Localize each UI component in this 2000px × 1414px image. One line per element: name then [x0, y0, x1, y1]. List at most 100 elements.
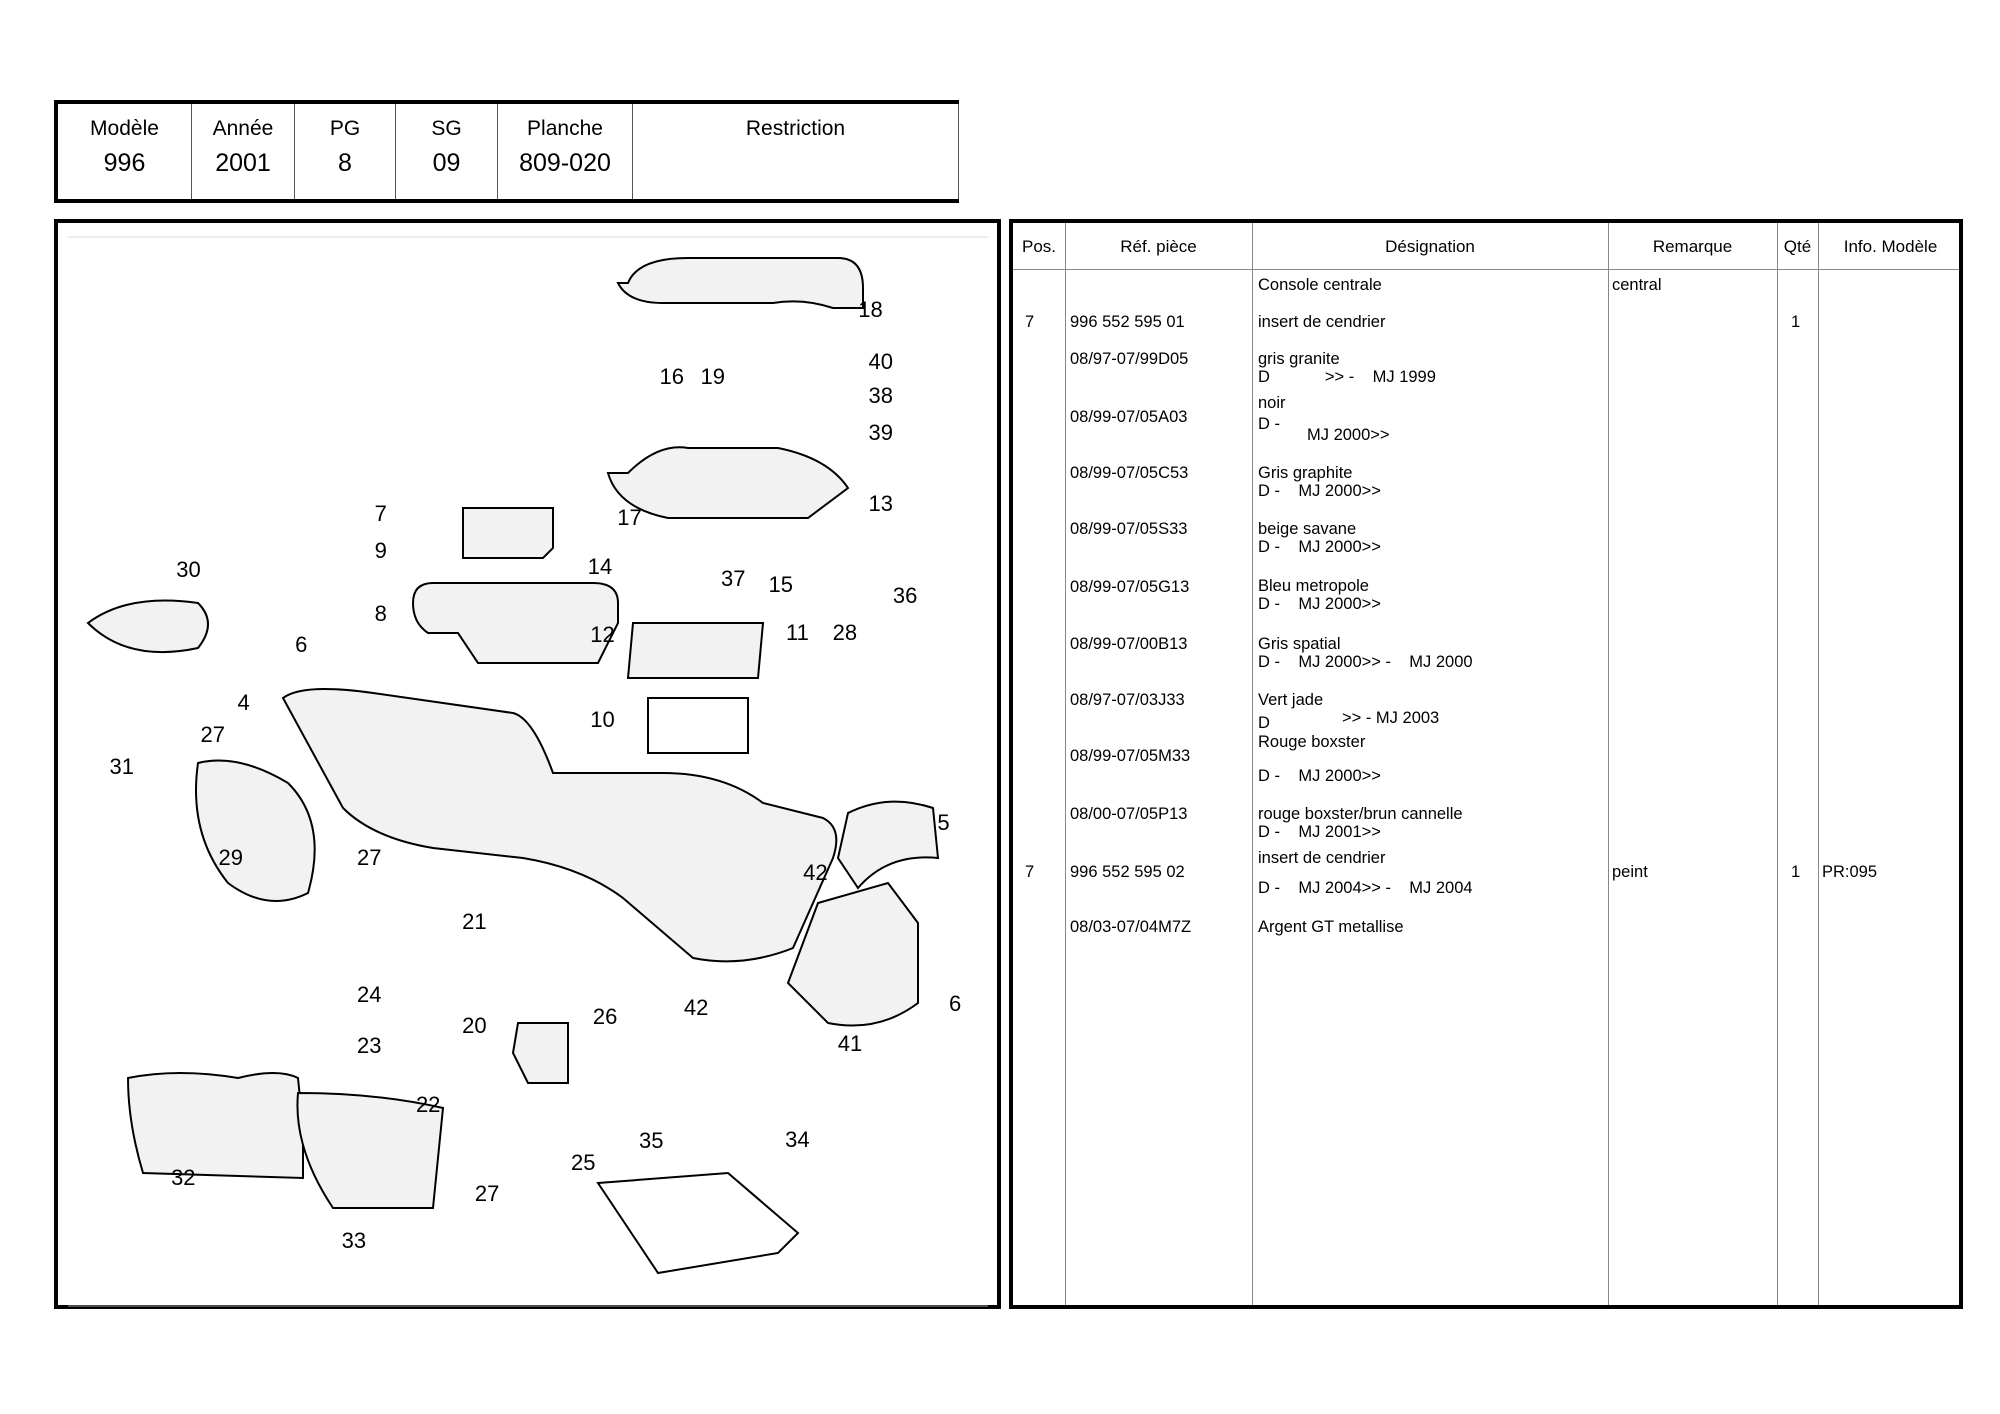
- callout-20: 20: [462, 1012, 487, 1038]
- table-cell: D - MJ 2000>>: [1258, 594, 1381, 613]
- callout-22: 22: [415, 1092, 441, 1118]
- side-panel-30: [86, 599, 209, 654]
- callout-13: 13: [868, 490, 893, 516]
- table-cell: 08/97-07/99D05: [1070, 349, 1189, 368]
- callout-36: 36: [892, 583, 918, 609]
- table-cell: 08/99-07/05A03: [1070, 407, 1188, 426]
- table-cell: rouge boxster/brun cannelle: [1258, 805, 1463, 824]
- table-cell: 08/03-07/04M7Z: [1070, 917, 1192, 936]
- header-label: Modèle: [90, 117, 159, 140]
- table-cell: 08/99-07/05G13: [1070, 578, 1190, 597]
- callout-34: 34: [785, 1126, 810, 1152]
- column-divider: [1777, 223, 1778, 1305]
- callout-17: 17: [617, 504, 642, 530]
- callout-27: 27: [474, 1180, 500, 1206]
- header-label: PG: [329, 117, 361, 140]
- callout-19: 19: [700, 363, 726, 389]
- header-cell-restriction: Restriction: [633, 104, 959, 199]
- table-cell: D -: [1258, 415, 1280, 434]
- grille-10: [647, 697, 749, 754]
- panel-32: [126, 1072, 304, 1180]
- parts-table: Pos. Réf. pièce Désignation Remarque Qté Info…: [1009, 219, 1963, 1309]
- header-cell-pg: PG 8: [295, 104, 396, 199]
- header-label: SG: [431, 117, 462, 140]
- callout-15: 15: [768, 571, 793, 597]
- callout-10: 10: [590, 707, 615, 733]
- header-value: 8: [338, 149, 352, 177]
- table-cell: 08/99-07/00B13: [1070, 634, 1188, 653]
- table-cell: D: [1258, 714, 1270, 733]
- console-body: [281, 688, 838, 963]
- callout-30: 30: [176, 557, 201, 583]
- table-cell: MJ 2000>>: [1307, 425, 1390, 444]
- callout-28: 28: [832, 620, 858, 646]
- exploded-view-drawing: [68, 236, 988, 1307]
- callout-9: 9: [374, 538, 387, 564]
- table-cell: insert de cendrier: [1258, 312, 1386, 331]
- callout-4: 4: [237, 689, 250, 715]
- table-cell: PR:095: [1822, 862, 1878, 881]
- table-cell: 7: [1025, 312, 1035, 331]
- table-cell: 08/00-07/05P13: [1070, 805, 1188, 824]
- callout-25: 25: [571, 1149, 596, 1175]
- table-cell: D - MJ 2000>>: [1258, 766, 1381, 785]
- column-header: Qté: [1783, 237, 1812, 256]
- table-cell: D - MJ 2004>> - MJ 2004: [1258, 879, 1473, 898]
- callout-39: 39: [868, 420, 893, 446]
- cover-5: [836, 800, 940, 890]
- table-cell: D - MJ 2000>>: [1258, 538, 1381, 557]
- callout-23: 23: [356, 1033, 382, 1059]
- callout-27: 27: [200, 721, 226, 747]
- callout-27: 27: [356, 844, 382, 870]
- table-cell: 08/99-07/05M33: [1070, 747, 1191, 766]
- column-header: Désignation: [1385, 237, 1475, 256]
- table-cell: Vert jade: [1258, 690, 1324, 709]
- table-cell: D - MJ 2000>> - MJ 2000: [1258, 652, 1473, 671]
- table-cell: 08/99-07/05C53: [1070, 464, 1189, 483]
- panel-33: [296, 1091, 445, 1209]
- cupholder: [411, 582, 619, 664]
- column-divider: [1608, 223, 1609, 1305]
- callout-16: 16: [659, 363, 685, 389]
- header-cell-année: Année 2001: [192, 104, 295, 199]
- callout-31: 31: [109, 753, 135, 779]
- callout-24: 24: [356, 981, 382, 1007]
- callout-35: 35: [639, 1127, 664, 1153]
- table-cell: 1: [1791, 312, 1801, 331]
- callout-29: 29: [218, 844, 243, 870]
- lid-frame: [606, 446, 850, 519]
- table-cell: Gris graphite: [1258, 464, 1353, 483]
- callout-21: 21: [462, 908, 487, 934]
- header-value: 2001: [215, 149, 271, 177]
- table-cell: 08/99-07/05S33: [1070, 520, 1188, 539]
- callout-33: 33: [341, 1227, 367, 1253]
- callout-41: 41: [837, 1030, 863, 1056]
- column-header: Réf. pièce: [1120, 237, 1197, 256]
- column-header: Info. Modèle: [1843, 237, 1938, 256]
- table-cell: D - MJ 2000>>: [1258, 482, 1381, 500]
- callout-5: 5: [937, 810, 950, 836]
- callout-42: 42: [803, 860, 828, 886]
- table-cell: gris granite: [1258, 349, 1340, 368]
- table-cell: Argent GT metallise: [1258, 917, 1404, 936]
- table-cell: D >> - MJ 1999: [1258, 367, 1436, 386]
- callout-32: 32: [171, 1165, 196, 1191]
- table-cell: 996 552 595 02: [1070, 862, 1185, 881]
- table-cell: 08/97-07/03J33: [1070, 690, 1185, 709]
- table-cell: Gris spatial: [1258, 634, 1341, 653]
- column-header: Pos.: [1021, 237, 1057, 256]
- callout-38: 38: [868, 383, 893, 409]
- table-cell: 996 552 595 01: [1070, 312, 1185, 331]
- side-panel-29: [195, 759, 316, 902]
- table-cell: peint: [1612, 862, 1648, 881]
- table-cell: D - MJ 2001>>: [1258, 823, 1381, 842]
- column-header: Remarque: [1652, 237, 1733, 256]
- header-label: Année: [212, 117, 274, 140]
- callout-6: 6: [295, 631, 308, 657]
- callout-37: 37: [721, 566, 746, 592]
